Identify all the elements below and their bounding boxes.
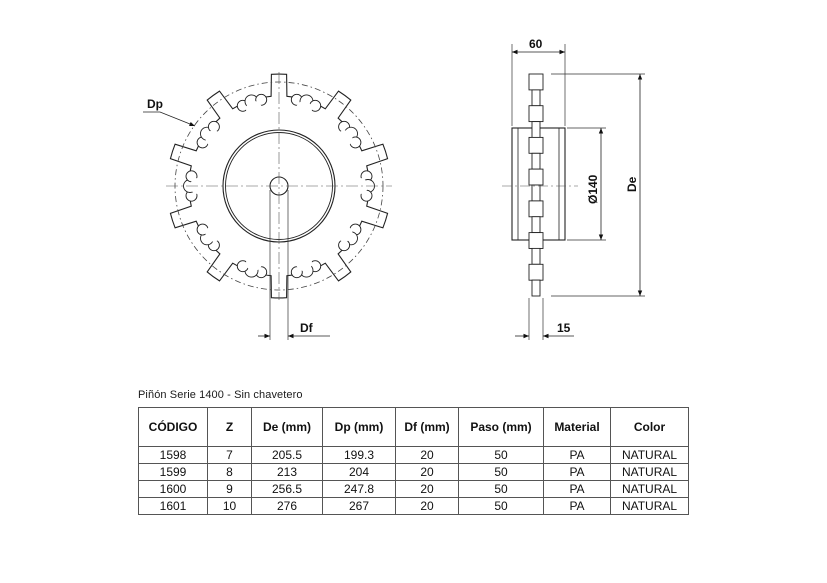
df-label: Df — [300, 321, 314, 335]
scallop-mask — [296, 255, 312, 271]
cell-material: PA — [543, 463, 611, 481]
header-z: Z — [207, 407, 252, 447]
cell-color: NATURAL — [610, 446, 689, 464]
cell-color: NATURAL — [610, 480, 689, 498]
table-row: 1598 7 205.5 199.3 20 50 PA NATURAL — [138, 446, 689, 464]
cell-z: 10 — [207, 497, 252, 515]
thickness-label: 15 — [557, 321, 571, 335]
header-material: Material — [543, 407, 611, 447]
cell-color: NATURAL — [610, 463, 689, 481]
cell-paso: 50 — [458, 446, 544, 464]
cell-color: NATURAL — [610, 497, 689, 515]
table-row: 1601 10 276 267 20 50 PA NATURAL — [138, 497, 689, 515]
tooth-plate-segment — [528, 168, 544, 186]
header-color: Color — [610, 407, 689, 447]
tooth-plate-segment — [531, 121, 541, 138]
cell-z: 8 — [207, 463, 252, 481]
scallop-mask — [205, 130, 222, 147]
cell-dp: 199.3 — [322, 446, 396, 464]
cell-de: 276 — [251, 497, 323, 515]
cell-z: 9 — [207, 480, 252, 498]
cell-df: 20 — [395, 480, 459, 498]
cell-dp: 204 — [322, 463, 396, 481]
tooth-plate-segment — [531, 247, 541, 265]
cell-codigo: 1599 — [138, 463, 208, 481]
cell-dp: 247.8 — [322, 480, 396, 498]
scallop-mask — [205, 225, 222, 242]
header-paso: Paso (mm) — [458, 407, 544, 447]
outer-diameter-label: De — [625, 176, 639, 192]
scallop-mask — [352, 178, 368, 194]
cell-de: 213 — [251, 463, 323, 481]
scallop-mask — [296, 101, 312, 117]
scallop-mask — [246, 101, 262, 117]
cell-df: 20 — [395, 497, 459, 515]
tooth-plate-segment — [528, 232, 544, 249]
scallop-mask — [336, 225, 353, 242]
scallop-mask — [336, 130, 353, 147]
cell-de: 256.5 — [251, 480, 323, 498]
header-de: De (mm) — [251, 407, 323, 447]
scallop-mask — [246, 255, 262, 271]
side-view: 60 Ø140 De 15 — [502, 37, 645, 340]
table-header-row: CÓDIGO Z De (mm) Dp (mm) Df (mm) Paso (m… — [138, 407, 689, 447]
cell-df: 20 — [395, 446, 459, 464]
dp-leader — [143, 111, 196, 127]
cell-codigo: 1598 — [138, 446, 208, 464]
tooth-plate-segment — [528, 200, 544, 218]
tooth-plate-segment — [528, 136, 544, 154]
width-label: 60 — [529, 37, 543, 51]
cell-material: PA — [543, 480, 611, 498]
cell-codigo: 1601 — [138, 497, 208, 515]
cell-paso: 50 — [458, 480, 544, 498]
cell-z: 7 — [207, 446, 252, 464]
tooth-plate-segment — [531, 279, 541, 297]
header-codigo: CÓDIGO — [138, 407, 208, 447]
cell-material: PA — [543, 446, 611, 464]
tooth-plate-segment — [528, 105, 544, 123]
tooth-plate-segment — [531, 184, 541, 202]
dp-label: Dp — [147, 97, 163, 111]
tooth-plate-segment — [528, 263, 544, 281]
cell-material: PA — [543, 497, 611, 515]
cell-df: 20 — [395, 463, 459, 481]
tooth-scallops — [183, 93, 375, 279]
table-row: 1600 9 256.5 247.8 20 50 PA NATURAL — [138, 480, 689, 498]
table-caption: Piñón Serie 1400 - Sin chavetero — [138, 389, 303, 401]
technical-drawing: Dp Df 60 Ø140 De — [143, 37, 645, 340]
cell-dp: 267 — [322, 497, 396, 515]
cell-paso: 50 — [458, 497, 544, 515]
tooth-plate-segment — [531, 89, 541, 107]
cell-codigo: 1600 — [138, 480, 208, 498]
hub-diameter-label: Ø140 — [586, 174, 600, 204]
tooth-plate — [528, 73, 544, 297]
front-view: Dp Df — [143, 72, 392, 340]
tooth-plate-segment — [528, 73, 544, 91]
header-df: Df (mm) — [395, 407, 459, 447]
spec-table: CÓDIGO Z De (mm) Dp (mm) Df (mm) Paso (m… — [138, 407, 689, 515]
table-row: 1599 8 213 204 20 50 PA NATURAL — [138, 463, 689, 481]
cell-paso: 50 — [458, 463, 544, 481]
tooth-plate-segment — [531, 216, 541, 234]
cell-de: 205.5 — [251, 446, 323, 464]
tooth-plate-segment — [531, 152, 541, 170]
header-dp: Dp (mm) — [322, 407, 396, 447]
